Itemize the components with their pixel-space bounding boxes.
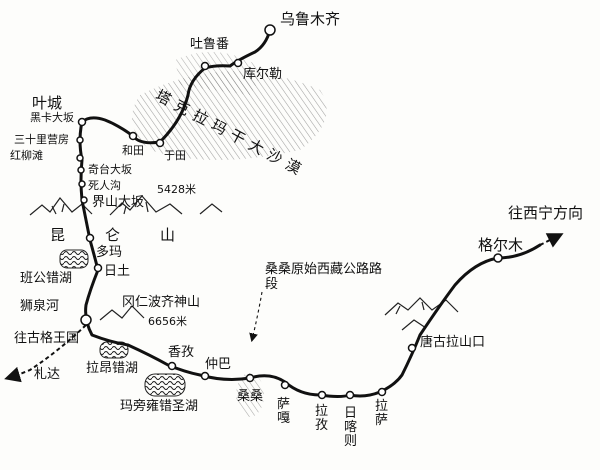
- gangdise-mountains: [99, 305, 145, 321]
- city-xiangzi: 香孜: [168, 345, 195, 360]
- marker-urumqi: [264, 24, 276, 36]
- marker-shigatse: [345, 390, 355, 400]
- lake-bangong-label: 班公错湖: [20, 271, 73, 286]
- city-korla: 库尔勒: [243, 67, 283, 82]
- direction-ali: 往古格王国: [14, 331, 80, 346]
- marker-xiangzi: [167, 361, 177, 371]
- pass-tanggula: 唐古拉山口: [420, 335, 486, 350]
- pass-qitai: 奇台大坂: [88, 163, 132, 176]
- marker-sirengou: [78, 180, 86, 188]
- pass-jieshan: 界山大坂: [92, 195, 145, 210]
- region-gangdise-altitude: 6656米: [148, 315, 187, 328]
- marker-yecheng: [77, 117, 87, 127]
- marker-tanggula: [407, 343, 417, 353]
- region-kunlun: 昆仑山: [50, 226, 216, 244]
- marker-sanshili: [76, 136, 84, 144]
- zhada-direction-line: [4, 324, 87, 383]
- city-hotan: 和田: [122, 144, 144, 157]
- road-annotation: 桑桑原始西藏公路路段: [265, 262, 383, 292]
- city-lhasa: 拉萨: [374, 399, 388, 428]
- direction-xining: 往西宁方向: [508, 204, 584, 222]
- marker-jieshan: [80, 196, 88, 204]
- annotation-arrow: [249, 291, 263, 343]
- marker-lhasa: [377, 387, 387, 397]
- city-sangsang: 桑桑: [237, 389, 264, 404]
- city-saga: 萨嘎: [276, 397, 290, 426]
- direction-zhada: 札达: [34, 367, 61, 382]
- lakes: [59, 249, 186, 397]
- marker-hotan: [128, 131, 138, 141]
- lake-manasarovar: [144, 373, 186, 397]
- tanggula-mountains: [384, 297, 459, 331]
- pass-hongliutan: 红柳滩: [10, 149, 43, 162]
- pass-jieshan-altitude: 5428米: [157, 183, 196, 196]
- city-zhongba: 仲巴: [205, 357, 232, 372]
- marker-ngari: [93, 263, 103, 273]
- city-yecheng: 叶城: [32, 94, 63, 112]
- xining-direction-line: [539, 233, 564, 248]
- lake-manasarovar-label: 玛旁雍错圣湖: [120, 399, 199, 414]
- city-ngari: 日土: [104, 264, 131, 279]
- region-gangdise: 冈仁波齐神山: [122, 295, 201, 310]
- city-turpan: 吐鲁番: [190, 37, 230, 52]
- pass-heika: 黑卡大坂: [30, 111, 74, 124]
- pass-sirengou: 死人沟: [88, 179, 121, 192]
- city-lazi: 拉孜: [314, 404, 328, 433]
- lake-bangong: [59, 249, 89, 269]
- marker-qitai: [77, 166, 85, 174]
- marker-golmud: [493, 253, 503, 263]
- desert-shading: [132, 52, 327, 160]
- marker-turpan: [200, 61, 210, 71]
- marker-zhongba: [200, 371, 210, 381]
- city-urumqi: 乌鲁木齐: [280, 10, 341, 28]
- city-duoma: 多玛: [96, 245, 123, 260]
- city-yutian: 于田: [164, 149, 186, 162]
- lake-lagang-label: 拉昂错湖: [86, 361, 139, 376]
- city-shigatse: 日喀则: [343, 406, 357, 449]
- pass-sanshili: 三十里营房: [14, 133, 69, 146]
- town-markers: [76, 24, 503, 400]
- city-golmud: 格尔木: [478, 236, 524, 254]
- marker-duoma: [85, 233, 95, 243]
- marker-shiquanhe: [80, 314, 92, 326]
- marker-saga: [280, 380, 290, 390]
- city-shiquanhe: 狮泉河: [20, 299, 60, 314]
- marker-korla: [233, 58, 243, 68]
- marker-yutian: [155, 138, 165, 148]
- sangsang-shading: [236, 373, 264, 417]
- marker-lazi: [317, 390, 327, 400]
- marker-sangsang: [245, 373, 255, 383]
- marker-hongliutan: [76, 154, 84, 162]
